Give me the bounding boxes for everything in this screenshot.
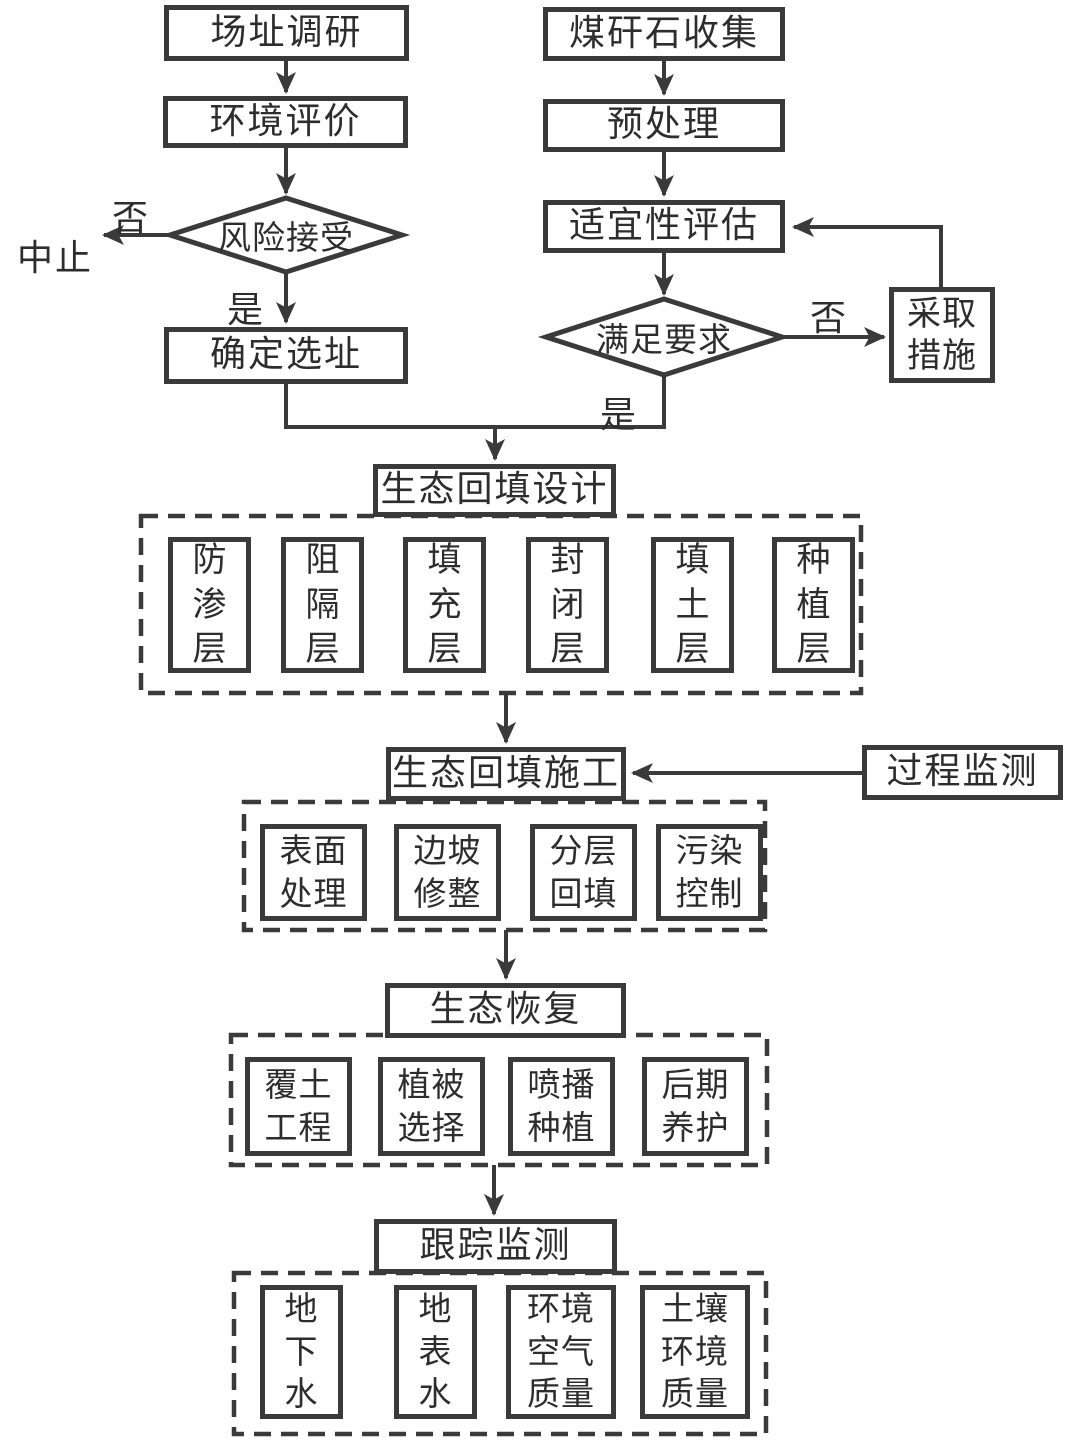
node-construction-title-label: 生态回填施工 <box>391 752 620 794</box>
node-site-survey-label: 场址调研 <box>210 11 363 53</box>
node-site-survey: 场址调研 <box>164 5 409 61</box>
label-no-right: 否 <box>810 298 849 339</box>
arrow-measures-feedback <box>792 217 943 287</box>
node-design-title: 生态回填设计 <box>373 464 616 517</box>
node-design-title-label: 生态回填设计 <box>380 469 609 511</box>
restoration-items-group-frame <box>228 1032 770 1168</box>
node-restoration-title-label: 生态恢复 <box>429 989 582 1031</box>
node-suitability-evaluation: 适宜性评估 <box>543 200 785 253</box>
node-layer-soil-cover: 填 土 层 <box>651 537 734 673</box>
node-hydroseeding-planting: 喷播 种植 <box>508 1057 615 1156</box>
node-gangue-collection: 煤矸石收集 <box>543 7 785 61</box>
node-confirm-site-label: 确定选址 <box>209 334 362 376</box>
node-process-monitoring: 过程监测 <box>862 745 1063 800</box>
label-yes-left: 是 <box>227 290 266 331</box>
node-process-monitoring-label: 过程监测 <box>886 751 1039 793</box>
node-layer-filling: 填 充 层 <box>403 537 486 673</box>
node-pretreatment-label: 预处理 <box>606 104 721 146</box>
node-slope-trimming: 边坡 修整 <box>394 824 501 921</box>
risk-acceptance-diamond <box>161 195 411 275</box>
label-no-left: 否 <box>112 198 151 239</box>
node-tracking-title: 跟踪监测 <box>374 1219 617 1274</box>
decision-risk-acceptance-label: 风险接受 <box>218 218 354 257</box>
meet-requirements-diamond <box>537 296 791 378</box>
node-layered-backfill: 分层 回填 <box>530 824 637 921</box>
node-env-evaluation-label: 环境评价 <box>209 100 362 142</box>
node-surface-treatment: 表面 处理 <box>260 824 367 921</box>
node-vegetation-selection: 植被 选择 <box>378 1057 485 1156</box>
node-gangue-collection-label: 煤矸石收集 <box>568 12 759 54</box>
decision-meet-requirements-label: 满足要求 <box>596 320 732 359</box>
node-layer-sealing: 封 闭 层 <box>526 537 609 673</box>
node-groundwater: 地 下 水 <box>260 1285 343 1419</box>
node-later-maintenance: 后期 养护 <box>642 1057 749 1156</box>
tracking-items-group-frame <box>231 1270 769 1437</box>
node-take-measures: 采取 措施 <box>889 287 995 383</box>
node-pollution-control: 污染 控制 <box>656 824 763 921</box>
merge-line-branches <box>284 375 666 429</box>
label-yes-right: 是 <box>600 395 639 436</box>
node-tracking-title-label: 跟踪监测 <box>419 1225 572 1267</box>
node-env-evaluation: 环境评价 <box>163 96 408 148</box>
node-soil-env-quality: 土壤 环境 质量 <box>640 1285 750 1419</box>
node-restoration-title: 生态恢复 <box>385 983 626 1038</box>
node-layer-barrier: 阻 隔 层 <box>281 537 364 673</box>
node-ambient-air-quality: 环境 空气 质量 <box>506 1285 616 1419</box>
node-soil-covering-works: 覆土 工程 <box>245 1057 352 1156</box>
label-abort: 中止 <box>17 238 94 279</box>
node-layer-planting: 种 植 层 <box>772 537 855 673</box>
node-construction-title: 生态回填施工 <box>386 747 626 801</box>
node-confirm-site: 确定选址 <box>164 327 408 384</box>
node-suitability-evaluation-label: 适宜性评估 <box>568 205 759 247</box>
node-pretreatment: 预处理 <box>543 99 785 152</box>
node-surface-water: 地 表 水 <box>394 1285 477 1419</box>
node-layer-anti-seepage: 防 渗 层 <box>168 537 251 673</box>
